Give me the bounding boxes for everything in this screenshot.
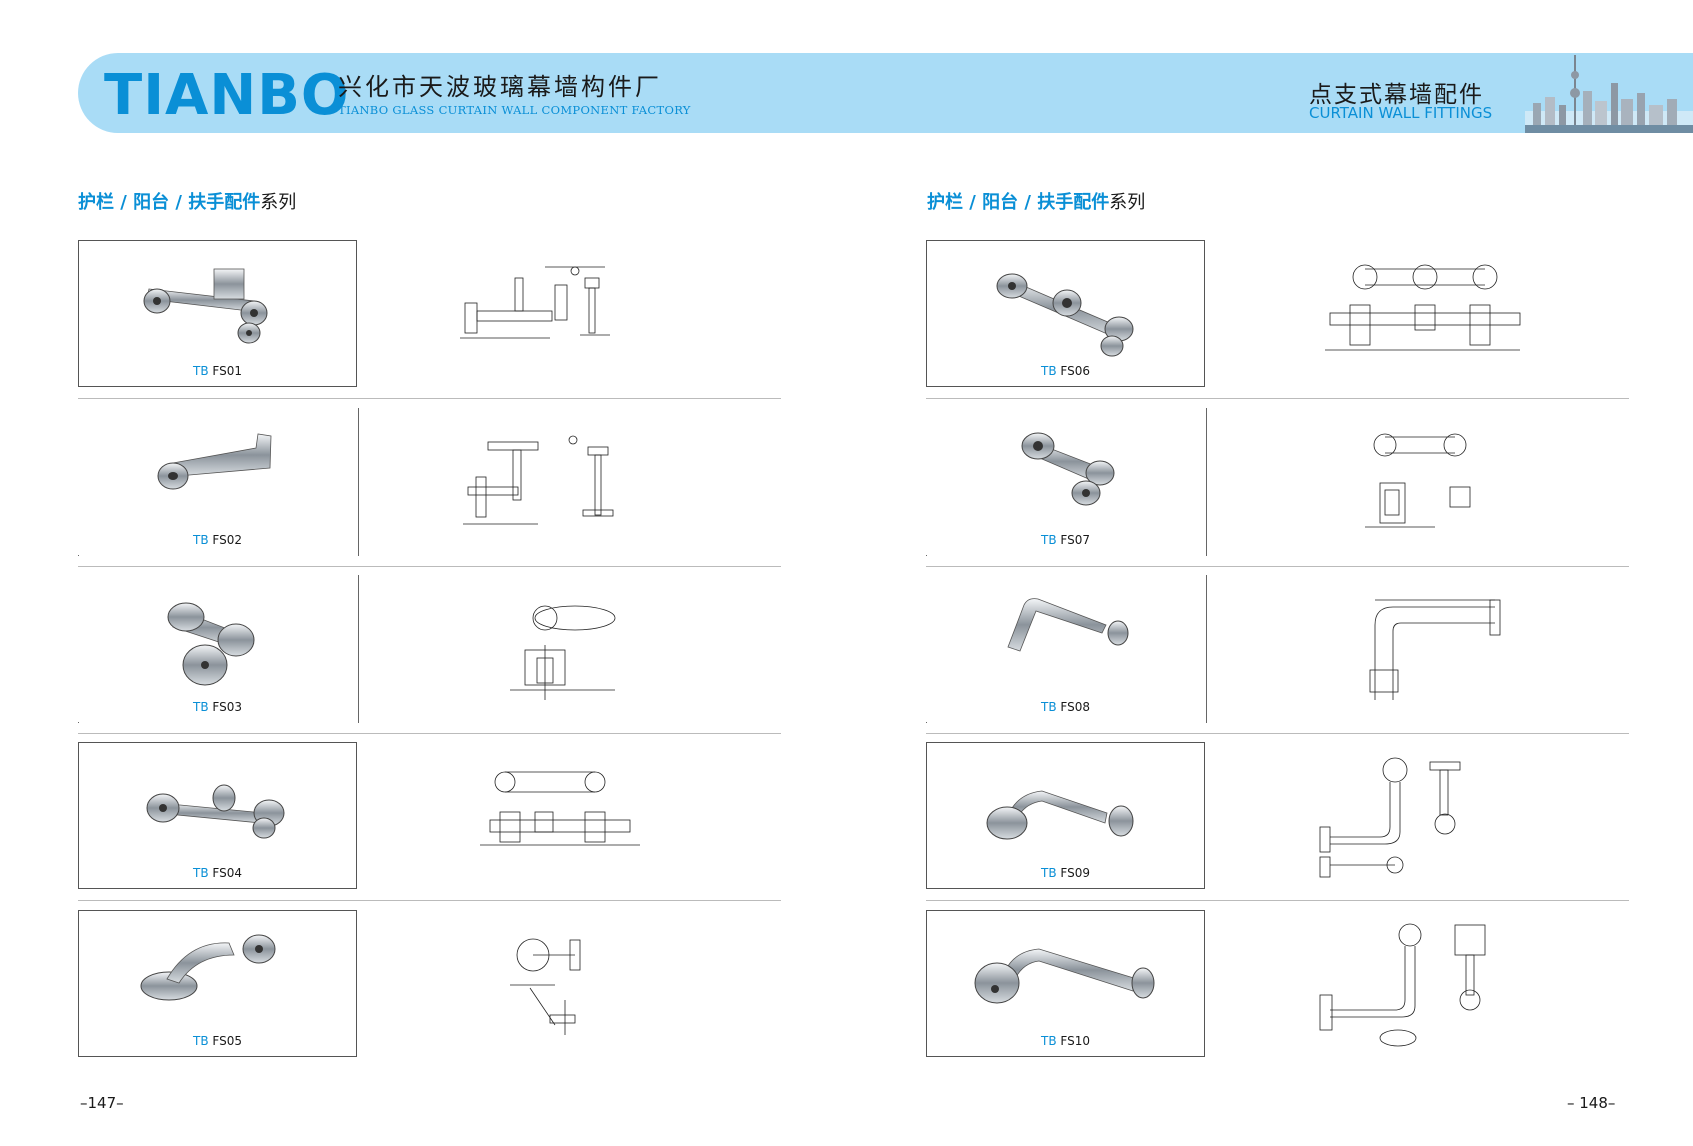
technical-drawing-fs10	[1319, 923, 1486, 1047]
row-divider	[926, 900, 1629, 901]
product-photo-fs06: TB FS06	[926, 240, 1205, 387]
company-name-en: TIANBO GLASS CURTAIN WALL COMPONENT FACT…	[338, 103, 691, 117]
fitting-fs04-illustration	[146, 784, 285, 839]
product-code-fs09: TB FS09	[1041, 866, 1090, 880]
technical-drawing-fs04	[480, 771, 640, 846]
product-photo-fs02: TB FS02	[78, 408, 357, 555]
technical-drawing-fs03	[510, 605, 616, 700]
row-divider	[926, 733, 1629, 734]
technical-drawing-fs09	[1319, 757, 1461, 878]
left-section-title: 护栏 / 阳台 / 扶手配件系列	[78, 188, 296, 214]
row-divider	[926, 398, 1629, 399]
product-photo-fs10: TB FS10	[926, 910, 1205, 1057]
product-code-fs05: TB FS05	[193, 1034, 242, 1048]
fitting-fs09-illustration	[986, 790, 1134, 840]
box-edge	[358, 575, 359, 723]
row-divider	[926, 566, 1629, 567]
fitting-fs08-illustration	[1007, 598, 1129, 652]
category-title-cn: 点支式幕墙配件	[1309, 82, 1484, 108]
fitting-fs05-illustration	[140, 934, 276, 1001]
technical-drawing-fs01	[460, 266, 610, 339]
product-code-fs06: TB FS06	[1041, 364, 1090, 378]
company-name-cn: 兴化市天波玻璃幕墙构件厂	[338, 73, 662, 101]
category-title-en: CURTAIN WALL FITTINGS	[1309, 104, 1493, 122]
brand-logo: TIANBO	[104, 63, 350, 128]
technical-drawing-fs05	[510, 938, 581, 1035]
fitting-fs06-illustration	[996, 273, 1134, 357]
fitting-fs07-illustration	[1021, 432, 1115, 506]
header-banner	[78, 53, 1693, 133]
box-edge	[358, 408, 359, 556]
product-photo-fs09: TB FS09	[926, 742, 1205, 889]
product-code-fs04: TB FS04	[193, 866, 242, 880]
page-number-left: –147–	[80, 1094, 124, 1112]
right-section-title-main: 护栏 / 阳台 / 扶手配件	[927, 192, 1110, 213]
fitting-fs02-illustration	[157, 433, 272, 490]
page-number-right: – 148–	[1567, 1094, 1616, 1112]
product-photo-fs07: TB FS07	[926, 408, 1205, 555]
fitting-fs03-illustration	[167, 602, 255, 686]
row-divider	[78, 566, 781, 567]
product-code-fs07: TB FS07	[1041, 533, 1090, 547]
row-divider	[78, 733, 781, 734]
product-code-fs03: TB FS03	[193, 700, 242, 714]
box-edge	[1206, 408, 1207, 556]
right-section-title: 护栏 / 阳台 / 扶手配件系列	[927, 188, 1145, 214]
product-code-fs08: TB FS08	[1041, 700, 1090, 714]
fitting-fs10-illustration	[974, 948, 1155, 1004]
row-divider	[78, 900, 781, 901]
row-divider	[78, 398, 781, 399]
product-photo-fs01: TB FS01	[78, 240, 357, 387]
product-code-fs10: TB FS10	[1041, 1034, 1090, 1048]
right-section-title-suffix: 系列	[1109, 192, 1146, 213]
product-code-fs01: TB FS01	[193, 364, 242, 378]
product-photo-fs05: TB FS05	[78, 910, 357, 1057]
technical-drawing-fs07	[1365, 433, 1471, 528]
product-code-fs02: TB FS02	[193, 533, 242, 547]
product-photo-fs03: TB FS03	[78, 575, 357, 722]
product-photo-fs04: TB FS04	[78, 742, 357, 889]
left-section-title-main: 护栏 / 阳台 / 扶手配件	[78, 192, 261, 213]
technical-drawing-fs08	[1369, 599, 1501, 700]
technical-drawing-fs06	[1325, 264, 1521, 351]
city-skyline-icon	[1525, 55, 1693, 133]
fitting-fs01-illustration	[143, 268, 268, 344]
technical-drawing-fs02	[463, 435, 614, 525]
product-photo-fs08: TB FS08	[926, 575, 1205, 722]
left-section-title-suffix: 系列	[260, 192, 297, 213]
box-edge	[1206, 575, 1207, 723]
